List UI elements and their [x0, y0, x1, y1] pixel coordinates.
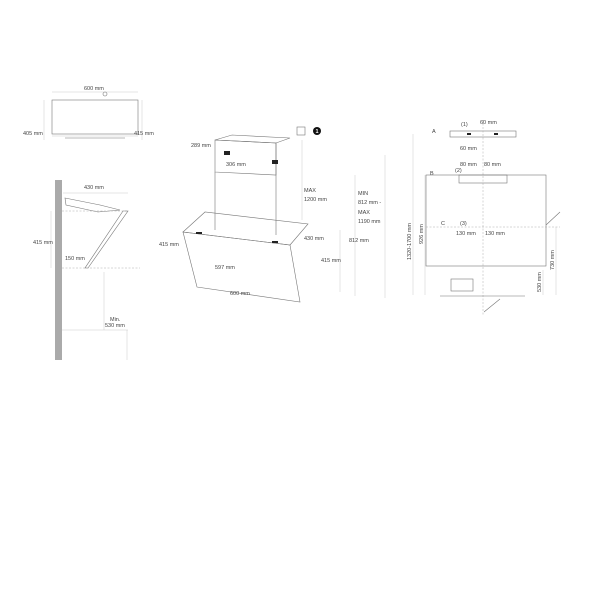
iso-view: 1 289 mm 306 mm MAX 1200 mm MIN 812 mm -…	[159, 126, 386, 303]
range-max-label: MAX	[358, 210, 370, 216]
chimney-depth: 289 mm	[191, 143, 211, 149]
b-right: 80 mm	[484, 162, 501, 168]
front-view: 600 mm 405 mm 415 mm	[23, 86, 154, 140]
badge-number: 1	[316, 129, 319, 135]
range-min-value: 812 mm -	[358, 200, 381, 206]
front-left-height: 405 mm	[23, 131, 43, 137]
label-1: (1)	[461, 122, 468, 128]
plug-icon	[102, 91, 108, 97]
side-depth: 430 mm	[84, 185, 104, 191]
c-left: 130 mm	[456, 231, 476, 237]
power-socket-icon	[296, 126, 306, 136]
height-730: 730 mm	[550, 250, 556, 270]
iso-depth: 430 mm	[304, 236, 324, 242]
side-view: 430 mm 415 mm 150 mm Min. 530 mm	[33, 180, 140, 360]
max-label: MAX	[304, 188, 316, 194]
a-bottom: 60 mm	[460, 146, 477, 152]
max-value: 1200 mm	[304, 197, 327, 203]
front-right-height: 415 mm	[134, 131, 154, 137]
front-width: 600 mm	[84, 86, 104, 92]
pencil-icon	[545, 211, 561, 226]
iso-inner-width: 597 mm	[215, 265, 235, 271]
label-2: (2)	[455, 168, 462, 174]
side-bottom: 150 mm	[65, 256, 85, 262]
wall-view: A (1) 60 mm 60 mm B (2) 80 mm 80 mm C (3…	[407, 120, 561, 315]
range-max-value: 1190 mm	[358, 219, 381, 225]
c-right: 130 mm	[485, 231, 505, 237]
a-top: 60 mm	[480, 120, 497, 126]
iso-right-height: 415 mm	[321, 258, 341, 264]
pencil-icon	[483, 298, 501, 313]
label-b: B	[430, 171, 434, 177]
label-a: A	[432, 129, 436, 135]
iso-total: 812 mm	[349, 238, 369, 244]
height-530: 530 mm	[537, 272, 543, 292]
iso-width: 600 mm	[230, 291, 250, 297]
badge	[313, 127, 321, 135]
height-926: 926 mm	[419, 224, 425, 244]
label-c: C	[441, 221, 445, 227]
iso-left-height: 415 mm	[159, 242, 179, 248]
side-height: 415 mm	[33, 240, 53, 246]
label-3: (3)	[460, 221, 467, 227]
b-left: 80 mm	[460, 162, 477, 168]
side-min-label: Min.	[110, 317, 121, 323]
total-range: 1320-1700 mm	[407, 223, 413, 260]
range-min-label: MIN	[358, 191, 368, 197]
side-min-value: 530 mm	[105, 323, 125, 329]
chimney-width: 306 mm	[226, 162, 246, 168]
